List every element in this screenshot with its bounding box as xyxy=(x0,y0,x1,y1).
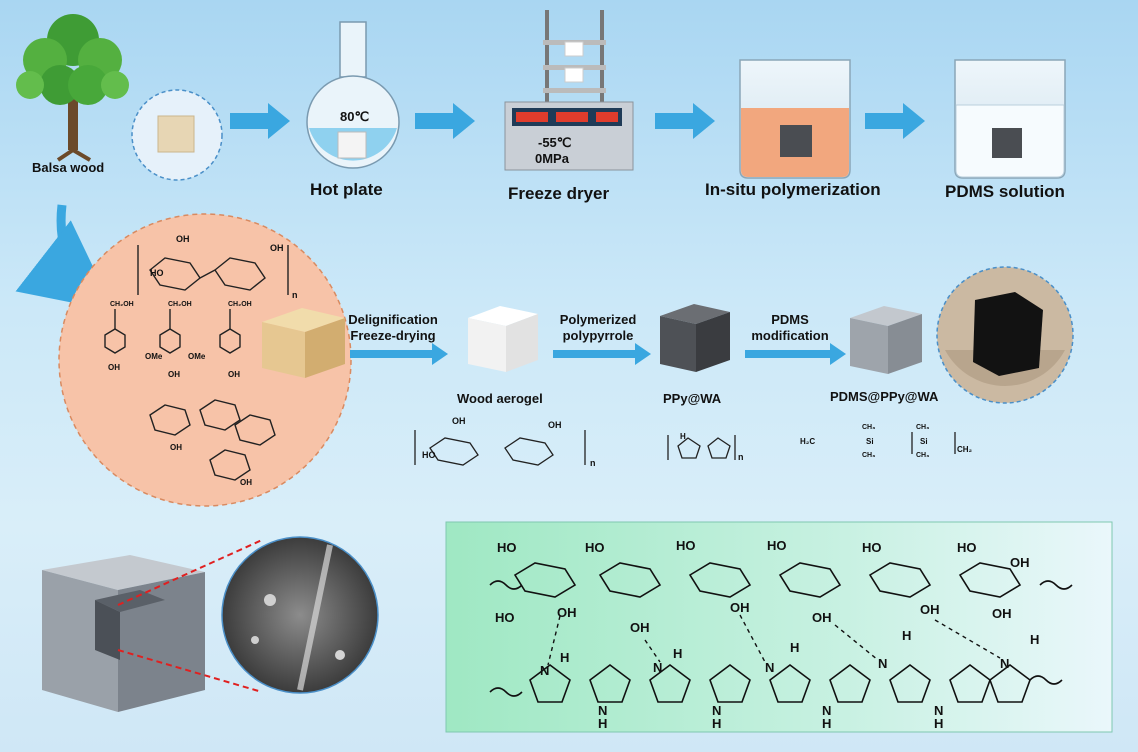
chem-ch2oh-1: CH₂OH xyxy=(110,301,134,308)
chem-ch2: CH₂ xyxy=(957,445,973,454)
step-polymerized: Polymerized polypyrrole xyxy=(548,312,648,344)
chem-oh-1: OH xyxy=(176,234,190,244)
freeze-dryer-label: Freeze dryer xyxy=(508,184,610,203)
wood-aerogel-cube xyxy=(468,306,538,372)
chem-oh-8: OH xyxy=(452,416,466,426)
chem-oh-6: OH xyxy=(170,443,182,452)
freeze-temp: -55℃ xyxy=(538,135,572,150)
panel-ho-2: HO xyxy=(585,540,605,555)
panel-h-7: H xyxy=(712,716,722,731)
pdms-solution-label: PDMS solution xyxy=(945,182,1065,201)
chem-ch3-3: CH₃ xyxy=(916,424,930,431)
chem-ch3-2: CH₃ xyxy=(862,452,876,459)
panel-h-9: H xyxy=(934,716,944,731)
step3-line2: modification xyxy=(751,328,829,343)
panel-h-6: H xyxy=(598,716,608,731)
aerogel-cross-section xyxy=(42,539,263,712)
sem-image xyxy=(221,536,379,694)
balsa-components-circle xyxy=(58,213,352,507)
panel-oh-top: OH xyxy=(1010,555,1030,570)
panel-oh-3: OH xyxy=(730,600,750,615)
chem-ome-1: OMe xyxy=(145,352,163,361)
hydrogen-bond-panel xyxy=(445,521,1113,733)
tree-illustration xyxy=(16,14,129,162)
step1-line2: Freeze-drying xyxy=(350,328,436,343)
panel-n-5: N xyxy=(1000,656,1010,671)
panel-ho-6: HO xyxy=(957,540,977,555)
panel-h-4: H xyxy=(902,628,912,643)
sample-photo xyxy=(936,266,1074,404)
panel-oh-5: OH xyxy=(920,602,940,617)
mid-structures xyxy=(414,430,956,466)
chem-ome-2: OMe xyxy=(188,352,206,361)
panel-n-2: N xyxy=(653,660,663,675)
panel-oh-2: OH xyxy=(630,620,650,635)
polymerization-beaker xyxy=(739,59,851,179)
step-pdms: PDMS modification xyxy=(740,312,840,344)
panel-n-9: N xyxy=(934,703,944,718)
freeze-pressure: 0MPa xyxy=(535,151,569,166)
panel-ho-3: HO xyxy=(676,538,696,553)
panel-h-8: H xyxy=(822,716,832,731)
step3-line1: PDMS xyxy=(771,312,809,327)
step-delignification: Delignification Freeze-drying xyxy=(343,312,443,344)
top-flow-arrows xyxy=(230,103,925,139)
hot-plate-label: Hot plate xyxy=(310,180,383,199)
chem-ch3-4: CH₃ xyxy=(916,452,930,459)
chem-ch2oh-3: CH₂OH xyxy=(228,301,252,308)
panel-n-7: N xyxy=(712,703,722,718)
chem-oh-4: OH xyxy=(168,370,180,379)
panel-ho-4: HO xyxy=(767,538,787,553)
panel-ho-5: HO xyxy=(862,540,882,555)
chem-oh-2: OH xyxy=(270,243,284,253)
chem-ch2oh-2: CH₂OH xyxy=(168,301,192,308)
panel-h-3: H xyxy=(790,640,800,655)
freeze-dryer-icon xyxy=(504,10,634,171)
wood-aerogel-label: Wood aerogel xyxy=(457,391,543,406)
step2-line2: polypyrrole xyxy=(562,328,634,343)
pdms-beaker xyxy=(954,59,1066,179)
chem-ho-2: HO xyxy=(422,450,436,460)
panel-oh-1: OH xyxy=(557,605,577,620)
middle-flow-arrows xyxy=(350,343,846,365)
hot-plate-temp: 80℃ xyxy=(340,109,370,124)
pdms-ppy-wa-label: PDMS@PPy@WA xyxy=(830,389,939,404)
panel-n-3: N xyxy=(765,660,775,675)
ppy-wa-cube xyxy=(660,304,730,372)
panel-h-2: H xyxy=(673,646,683,661)
polymerization-label: In-situ polymerization xyxy=(705,180,881,199)
panel-h-5: H xyxy=(1030,632,1040,647)
balsa-wood-sample xyxy=(131,89,223,181)
panel-ho-7: HO xyxy=(495,610,515,625)
step2-line1: Polymerized xyxy=(559,312,637,327)
panel-oh-6: OH xyxy=(992,606,1012,621)
chem-oh-7: OH xyxy=(240,478,252,487)
chem-oh-5: OH xyxy=(228,370,240,379)
chem-h2c: H₂C xyxy=(800,437,816,446)
flask-icon xyxy=(306,21,400,169)
chem-ch3-1: CH₃ xyxy=(862,424,876,431)
chem-n-3: n xyxy=(738,452,744,462)
chem-oh-9: OH xyxy=(548,420,562,430)
chem-si-1: Si xyxy=(866,437,874,446)
chem-n-2: n xyxy=(590,458,596,468)
panel-h-1: H xyxy=(560,650,570,665)
panel-n-6: N xyxy=(598,703,608,718)
panel-n-4: N xyxy=(878,656,888,671)
chem-n-1: n xyxy=(292,290,298,300)
step1-line1: Delignification xyxy=(348,312,438,327)
panel-ho-1: HO xyxy=(497,540,517,555)
chem-h-1: H xyxy=(680,432,686,441)
chem-ho-1: HO xyxy=(150,268,164,278)
panel-oh-4: OH xyxy=(812,610,832,625)
panel-n-1: N xyxy=(540,663,550,678)
pdms-ppy-wa-cube xyxy=(850,306,922,374)
chem-si-2: Si xyxy=(920,437,928,446)
chem-oh-3: OH xyxy=(108,363,120,372)
ppy-wa-label: PPy@WA xyxy=(663,391,722,406)
balsa-wood-label: Balsa wood xyxy=(32,160,105,175)
panel-n-8: N xyxy=(822,703,832,718)
